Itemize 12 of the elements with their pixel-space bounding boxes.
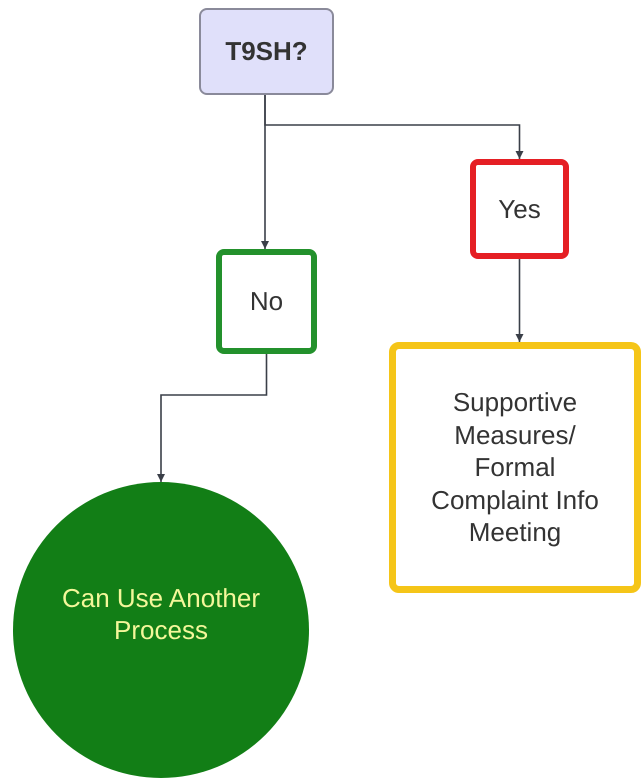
node-label: Supportive Measures/ Formal Complaint Info Meeting [430, 386, 600, 549]
arrow [264, 95, 524, 159]
answer-box [216, 249, 317, 354]
process-box [389, 342, 641, 593]
decision-box [199, 8, 334, 95]
answer-box [470, 159, 569, 259]
arrow [516, 259, 524, 342]
node-label: T9SH? [225, 35, 308, 68]
node-label: Yes [498, 192, 541, 226]
arrow [157, 354, 268, 482]
node-label: No [250, 285, 284, 318]
node-label: Can Use Another Process [60, 582, 261, 646]
